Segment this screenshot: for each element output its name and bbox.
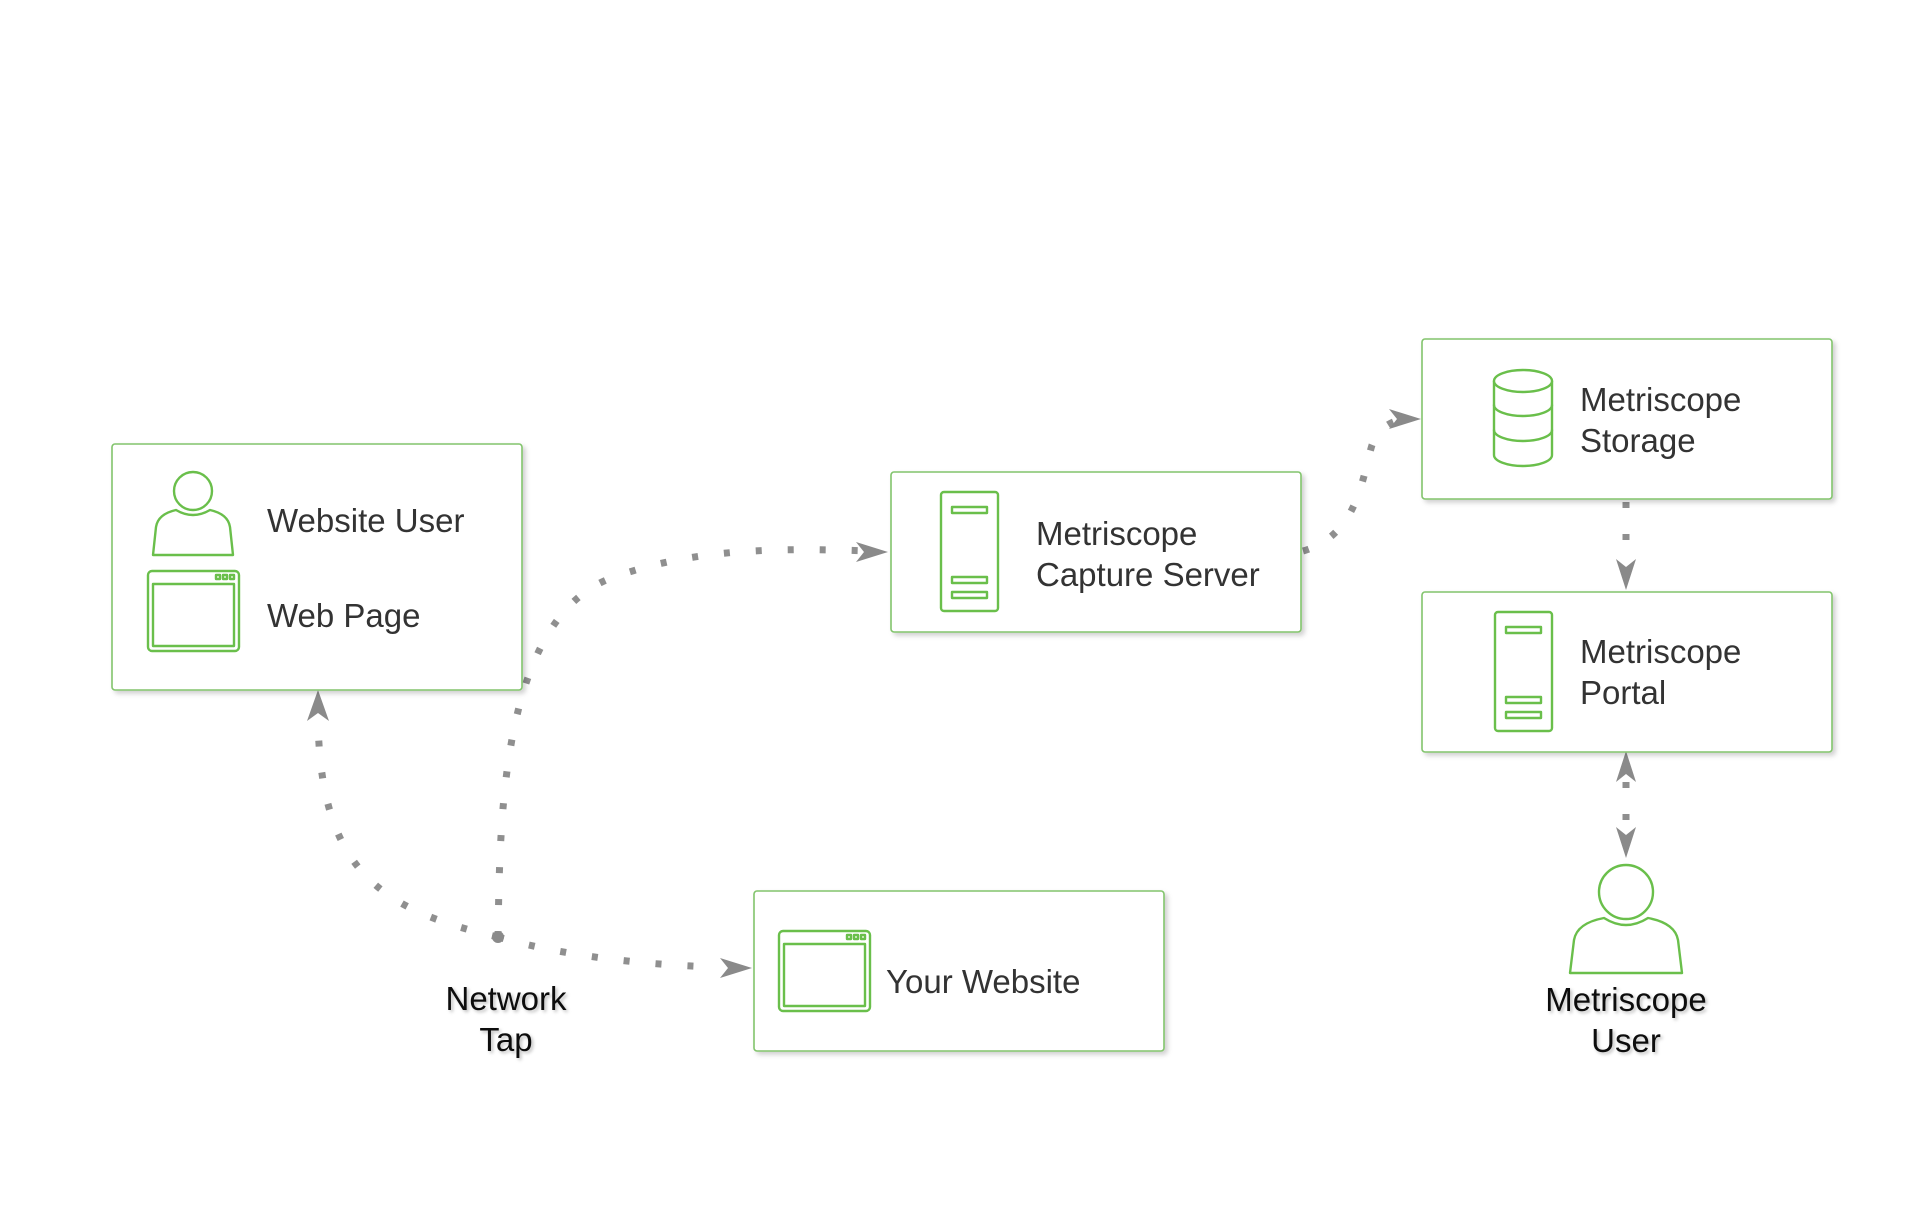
metriscope-user-label-line2: User — [1591, 1022, 1661, 1059]
node-metriscope-user[interactable]: Metriscope User — [1545, 863, 1707, 1059]
node-capture-server[interactable]: Metriscope Capture Server — [890, 471, 1302, 633]
network-tap-dot — [492, 931, 504, 943]
storage-label-line2: Storage — [1580, 422, 1696, 459]
arrow-down-portal — [1616, 559, 1636, 590]
user-icon — [1568, 863, 1684, 975]
arrow-right-storage — [1389, 409, 1421, 429]
network-tap-label-line1: Network — [445, 980, 567, 1017]
web-page-label: Web Page — [267, 597, 421, 634]
your-website-label: Your Website — [886, 963, 1080, 1000]
network-tap-label-line2: Tap — [479, 1021, 532, 1058]
browser-window-icon — [777, 929, 872, 1013]
arrow-up-website-user — [307, 690, 329, 721]
connector-tap-to-website-user — [314, 717, 499, 941]
node-website-user-web-page[interactable]: Website User Web Page — [111, 443, 523, 691]
browser-window-icon — [146, 569, 241, 653]
arrow-down-metriscope-user — [1616, 827, 1636, 858]
connector-capture-to-storage — [1301, 415, 1406, 555]
portal-label-line1: Metriscope — [1580, 633, 1741, 670]
capture-server-label-line1: Metriscope — [1036, 515, 1197, 552]
storage-label-line1: Metriscope — [1580, 381, 1741, 418]
server-icon — [939, 490, 1000, 613]
metriscope-user-label-line1: Metriscope — [1545, 981, 1706, 1018]
portal-label-line2: Portal — [1580, 674, 1666, 711]
arrow-up-portal — [1616, 751, 1636, 782]
connector-tap-to-capture-server — [494, 546, 871, 938]
server-icon — [1493, 610, 1554, 733]
database-icon — [1492, 368, 1554, 468]
arrow-right-capture-server — [856, 542, 888, 562]
node-your-website[interactable]: Your Website — [753, 890, 1165, 1052]
connector-tap-to-your-website — [497, 933, 719, 971]
user-icon — [151, 470, 235, 557]
website-user-label: Website User — [267, 502, 464, 539]
network-tap-label: Network Tap — [445, 980, 567, 1058]
node-storage[interactable]: Metriscope Storage — [1421, 338, 1833, 500]
connectors — [307, 409, 1636, 978]
arrow-right-your-website — [720, 958, 752, 978]
node-portal[interactable]: Metriscope Portal — [1421, 591, 1833, 753]
capture-server-label-line2: Capture Server — [1036, 556, 1260, 593]
